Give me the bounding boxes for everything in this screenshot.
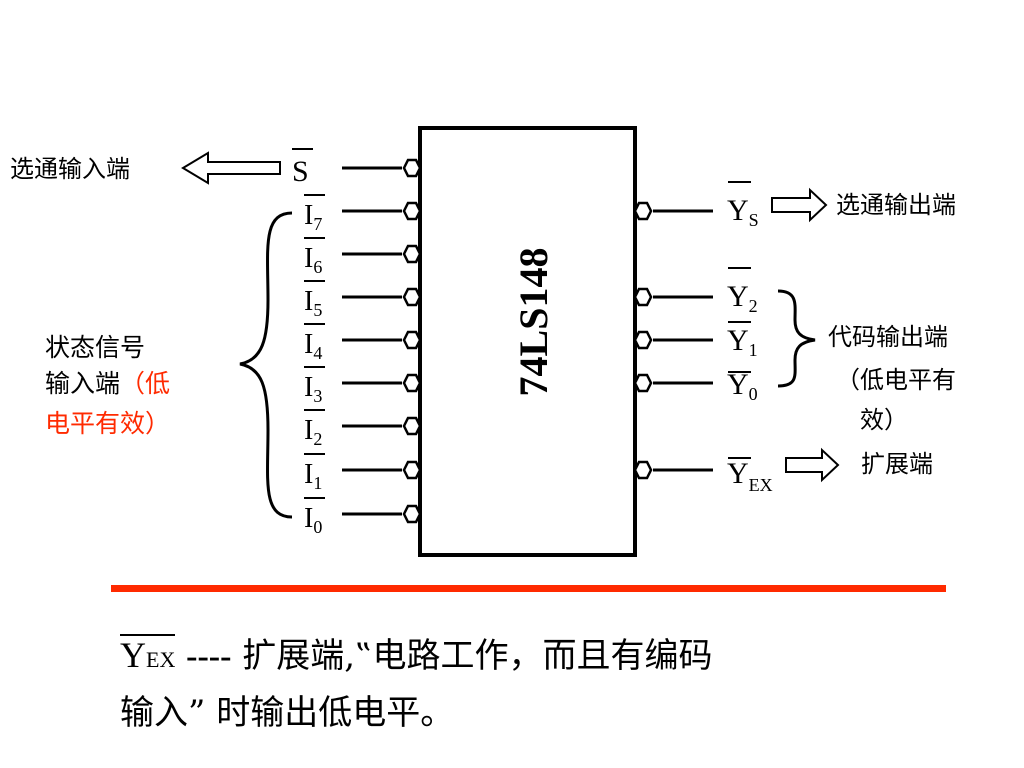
pin-y0-base: Y <box>727 368 749 401</box>
strobe-input-label: 选通输入端 <box>10 155 130 183</box>
pin-y1: Y1 <box>633 321 758 360</box>
svg-text:Y0: Y0 <box>727 368 758 404</box>
code-output-brace <box>777 289 816 388</box>
svg-text:I6: I6 <box>304 243 322 277</box>
pin-i0: I0 <box>304 497 422 537</box>
svg-text:I4: I4 <box>304 329 322 363</box>
input-group-label-line2a: 输入端 <box>45 369 120 398</box>
pin-i7-base: I <box>304 200 313 231</box>
pin-i6: I6 <box>304 237 422 277</box>
note-line1: YEX ---- 扩展端,‟电路工作，而且有编码 <box>120 628 980 685</box>
pin-i1-base: I <box>304 459 313 490</box>
encoder-diagram: 74LS148 S 选通输入端 I7 I6 I5 I4 I3 <box>10 126 956 592</box>
pin-i4-base: I <box>304 329 313 360</box>
pin-i1: I1 <box>304 453 422 493</box>
pin-i5-base: I <box>304 286 313 317</box>
pin-ys: YS <box>633 181 759 230</box>
pin-yex-sub: EX <box>749 475 773 495</box>
pin-y1-sub: 1 <box>749 340 758 360</box>
yex-output-arrow <box>785 447 840 483</box>
input-group-brace <box>239 211 293 519</box>
pin-y0-sub: 0 <box>749 384 758 404</box>
pin-i4-sub: 4 <box>313 343 322 363</box>
svg-text:I2: I2 <box>304 415 322 449</box>
pin-i3-base: I <box>304 372 313 403</box>
pin-y1-base: Y <box>727 324 749 357</box>
code-output-label-line2: （低电平有 <box>836 366 956 394</box>
pin-i2: I2 <box>304 409 422 449</box>
pin-i5-sub: 5 <box>313 300 322 320</box>
pin-y0: Y0 <box>633 368 758 404</box>
pin-i0-base: I <box>304 503 313 534</box>
note-line2: 输入” 时输出低电平。 <box>120 693 455 733</box>
svg-text:I7: I7 <box>304 200 322 234</box>
svg-text:I5: I5 <box>304 286 322 320</box>
pin-i0-sub: 0 <box>313 517 322 537</box>
yex-output-label: 扩展端 <box>861 450 933 478</box>
ys-output-label: 选通输出端 <box>836 191 956 219</box>
note-yex-base: Y <box>120 635 146 675</box>
note-yex-sub: EX <box>146 647 176 672</box>
pin-ys-sub: S <box>749 210 759 230</box>
note-dashes: ---- <box>186 638 232 675</box>
note-yex-symbol: YEX <box>120 634 176 677</box>
pin-s-label: S <box>292 155 309 188</box>
code-output-label-line3: 效） <box>860 406 908 434</box>
pin-i4: I4 <box>304 323 422 363</box>
note-text: YEX ---- 扩展端,‟电路工作，而且有编码 输入” 时输出低电平。 <box>120 628 980 741</box>
pin-i3: I3 <box>304 366 422 406</box>
input-group-label-line1: 状态信号 <box>45 333 145 362</box>
pin-i6-base: I <box>304 243 313 274</box>
pin-yex-base: Y <box>727 457 749 490</box>
svg-text:输入端（低: 输入端（低 <box>45 369 170 398</box>
svg-text:I0: I0 <box>304 503 322 537</box>
svg-text:I1: I1 <box>304 459 322 493</box>
pin-ys-base: Y <box>727 194 749 227</box>
svg-text:YS: YS <box>727 194 759 230</box>
chip-body <box>418 126 637 557</box>
pin-i2-sub: 2 <box>313 429 322 449</box>
pin-i7-sub: 7 <box>313 214 322 234</box>
ys-output-arrow <box>771 187 828 223</box>
code-output-label-line1: 代码输出端 <box>828 323 948 351</box>
chip-name: 74LS148 <box>511 248 556 397</box>
red-divider <box>111 585 946 592</box>
svg-text:Y2: Y2 <box>727 280 758 316</box>
pin-y2-sub: 2 <box>749 296 758 316</box>
pin-i1-sub: 1 <box>313 473 322 493</box>
pin-s <box>342 158 422 178</box>
strobe-input-arrow <box>181 151 281 185</box>
svg-text:Y1: Y1 <box>727 324 758 360</box>
pin-i2-base: I <box>304 415 313 446</box>
svg-text:YEX: YEX <box>727 457 773 495</box>
input-group-label-line2b: （低 <box>120 369 170 398</box>
pin-i7: I7 <box>304 194 422 234</box>
pin-yex: YEX <box>633 457 773 495</box>
note-text1: 扩展端,‟电路工作，而且有编码 <box>242 636 713 676</box>
pin-y2: Y2 <box>633 267 758 316</box>
pin-i5: I5 <box>304 280 422 320</box>
input-group-label-line3: 电平有效） <box>45 409 170 438</box>
pin-i3-sub: 3 <box>313 386 322 406</box>
svg-text:I3: I3 <box>304 372 322 406</box>
pin-i6-sub: 6 <box>313 257 322 277</box>
pin-y2-base: Y <box>727 280 749 313</box>
